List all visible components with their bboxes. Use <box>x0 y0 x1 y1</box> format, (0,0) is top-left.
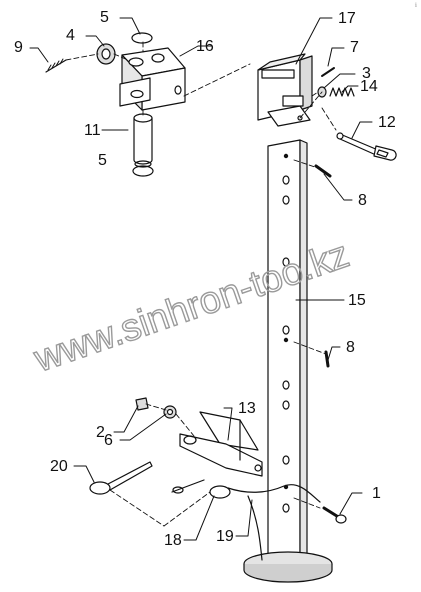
leg-tube-part <box>267 139 308 567</box>
callout-18: 18 <box>164 532 182 549</box>
cable-part <box>227 484 321 561</box>
screw-part <box>45 58 67 73</box>
bolt-part-upper <box>314 164 332 178</box>
hinge-bracket-part <box>119 47 186 111</box>
clip-pin-part <box>171 479 231 499</box>
ring-part-top <box>131 32 153 44</box>
pivot-pin-part <box>133 113 153 168</box>
ring-part-bottom <box>132 165 154 177</box>
callout-17: 17 <box>338 10 356 27</box>
callout-9: 9 <box>14 39 23 56</box>
small-screw-part <box>321 67 335 77</box>
callout-12: 12 <box>378 114 396 131</box>
callout-8-lower: 8 <box>346 339 355 356</box>
callout-7: 7 <box>350 39 359 56</box>
callout-4: 4 <box>66 27 75 44</box>
callout-8-upper: 8 <box>358 192 367 209</box>
foot-plate-part <box>243 551 333 583</box>
callout-6: 6 <box>104 432 113 449</box>
callout-13: 13 <box>238 400 256 417</box>
callout-11: 11 <box>84 122 101 139</box>
lower-washer-part <box>163 405 177 419</box>
callout-19: 19 <box>216 528 234 545</box>
washer-part <box>96 43 116 65</box>
mounting-bracket-part <box>179 411 263 477</box>
callout-14: 14 <box>360 78 378 95</box>
callout-15: 15 <box>348 292 366 309</box>
top-housing-part <box>257 53 313 127</box>
hitch-pin-part <box>89 461 153 495</box>
bolt-part-lower <box>324 350 330 368</box>
callout-2: 2 <box>96 424 105 441</box>
callout-20: 20 <box>50 458 68 475</box>
bolt-part-bottom <box>322 506 347 524</box>
callout-1: 1 <box>372 485 381 502</box>
spring-part <box>329 87 355 97</box>
callout-5-bottom: 5 <box>98 152 107 169</box>
callout-3: 3 <box>362 65 371 82</box>
callout-16: 16 <box>196 38 214 55</box>
callout-5-top: 5 <box>100 9 109 26</box>
assembly-lines <box>65 41 337 527</box>
leader-lines <box>29 17 373 541</box>
corner-mark: ℹ <box>414 3 417 9</box>
handle-pin-part <box>336 132 397 161</box>
